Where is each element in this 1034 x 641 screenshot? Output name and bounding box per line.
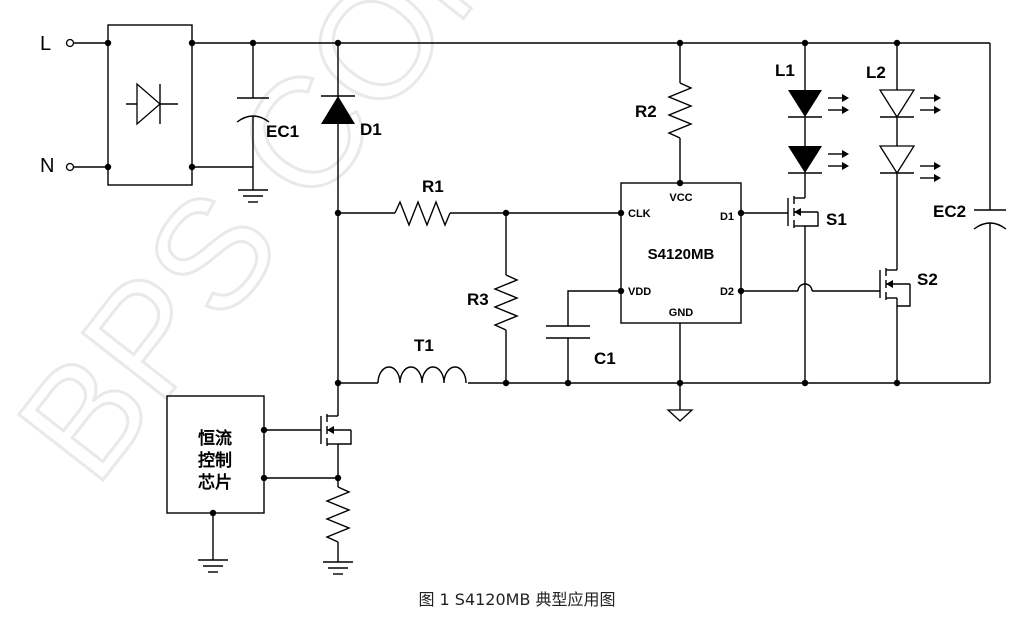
resistor-r1: R1 xyxy=(338,177,621,227)
watermark: BPS CONF xyxy=(0,0,609,510)
constant-current-controller: 恒流 控制 芯片 xyxy=(166,395,338,573)
r1-label: R1 xyxy=(422,177,444,196)
figure-caption: 图 1 S4120MB 典型应用图 xyxy=(418,590,616,609)
terminal-neutral: N xyxy=(40,155,108,177)
ic-s4120mb: S4120MB VCC CLK VDD GND D1 D2 xyxy=(617,179,745,324)
l1-label: L1 xyxy=(775,61,795,80)
bridge-rectifier xyxy=(104,24,196,186)
pin-vcc-label: VCC xyxy=(669,192,692,204)
led-string-l1: L1 xyxy=(775,43,849,198)
ec2-label: EC2 xyxy=(933,202,966,221)
pin-gnd-label: GND xyxy=(669,307,694,319)
light-emission-icon xyxy=(828,94,849,170)
controller-line3: 芯片 xyxy=(198,472,232,493)
ic-name: S4120MB xyxy=(648,246,715,263)
pin-clk-label: CLK xyxy=(628,208,651,220)
capacitor-c1: C1 xyxy=(546,290,621,383)
c1-label: C1 xyxy=(594,349,616,368)
resistor-r3: R3 xyxy=(467,213,519,383)
terminal-neutral-label: N xyxy=(40,155,54,177)
s2-label: S2 xyxy=(917,270,938,289)
capacitor-ec1: EC1 xyxy=(236,43,299,203)
d1-label: D1 xyxy=(360,120,382,139)
l2-label: L2 xyxy=(866,63,886,82)
resistor-r2: R2 xyxy=(635,43,693,183)
terminal-line: L xyxy=(40,33,108,55)
controller-line1: 恒流 xyxy=(198,428,232,449)
s1-label: S1 xyxy=(826,210,847,229)
r2-label: R2 xyxy=(635,102,657,121)
capacitor-ec2: EC2 xyxy=(933,43,1007,383)
diode-d1-icon xyxy=(321,96,355,124)
bridge-diode-icon xyxy=(136,82,161,126)
mosfet-main-switch xyxy=(264,383,352,482)
ec1-label: EC1 xyxy=(266,122,299,141)
ground-icon xyxy=(666,409,694,422)
t1-label: T1 xyxy=(414,336,434,355)
inductor-t1: T1 xyxy=(377,336,467,384)
resistor-sense xyxy=(323,478,353,575)
light-emission-icon xyxy=(920,94,941,182)
terminal-line-label: L xyxy=(40,33,51,55)
led-string-l2: L2 xyxy=(866,43,941,270)
mosfet-s1: S1 xyxy=(741,196,847,383)
mosfet-s2: S2 xyxy=(741,268,938,383)
controller-line2: 控制 xyxy=(198,450,232,471)
pin-d2-label: D2 xyxy=(720,286,734,298)
pin-vdd-label: VDD xyxy=(628,286,651,298)
pin-d1-label: D1 xyxy=(720,211,734,223)
r3-label: R3 xyxy=(467,290,489,309)
